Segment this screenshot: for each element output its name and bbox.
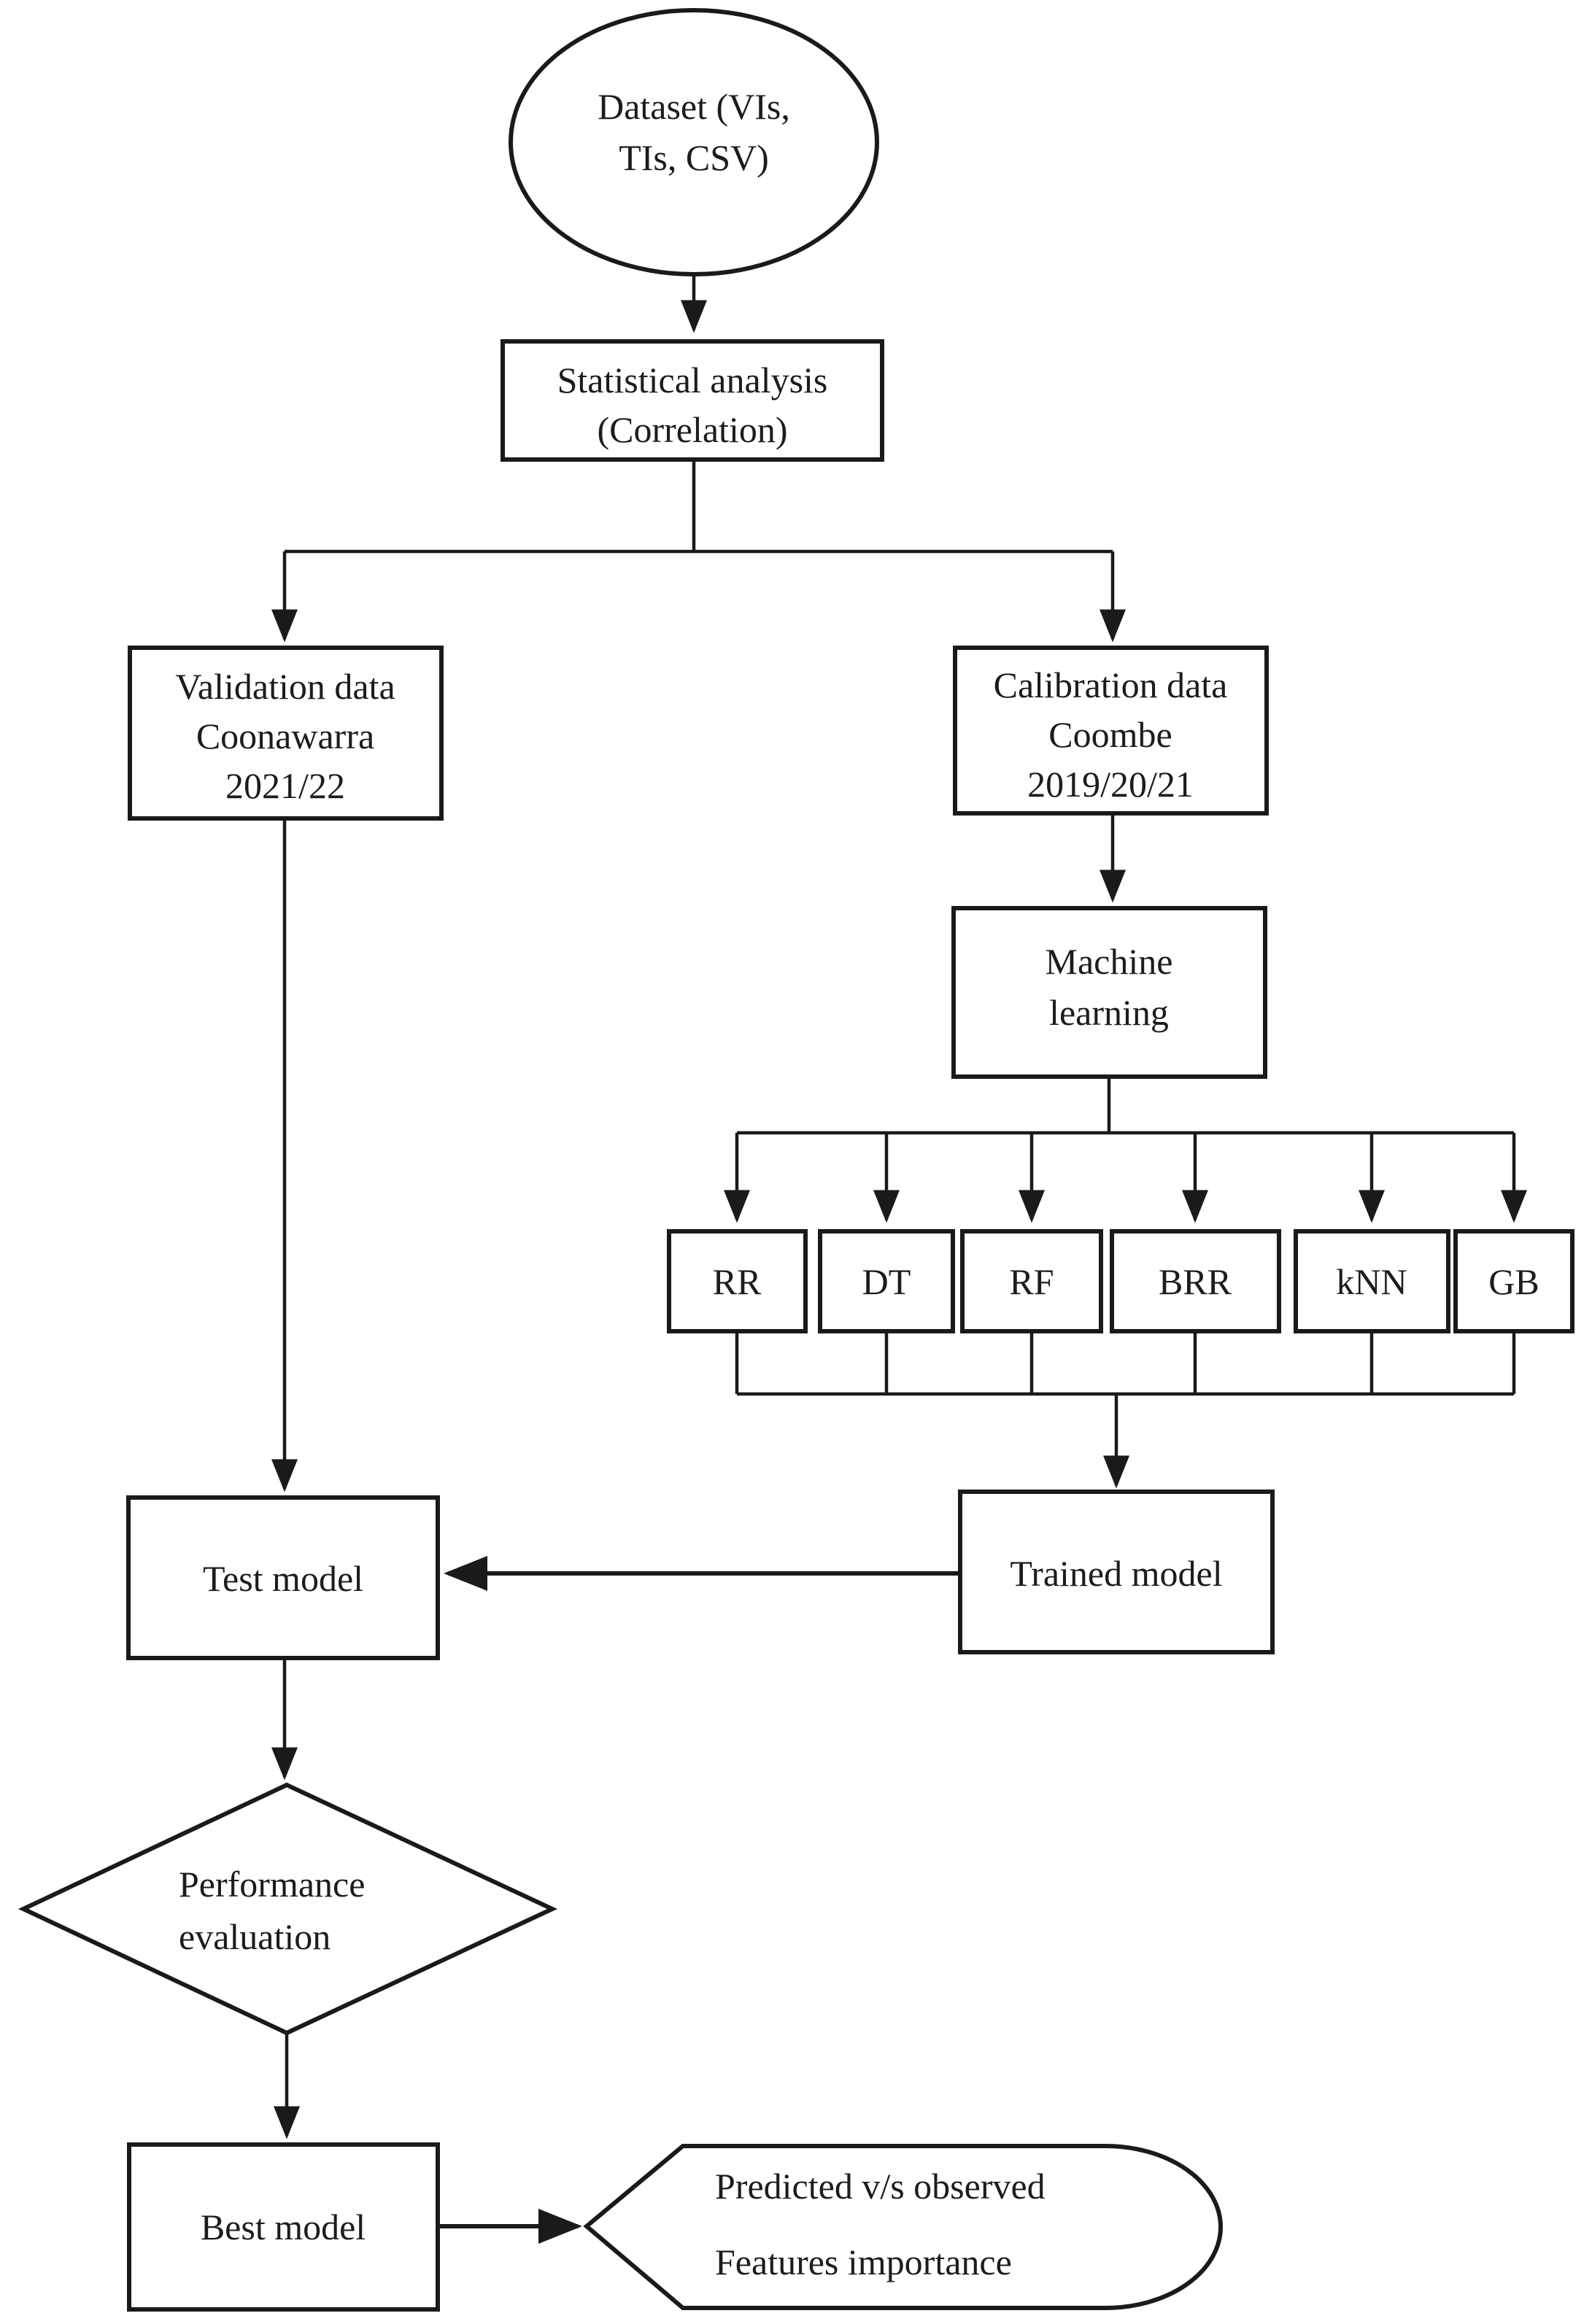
algorithm-rr-label: RR: [713, 1261, 762, 1302]
node-algorithm-dt: DT: [818, 1229, 955, 1333]
node-validation-data: Validation data Coonawarra 2021/22: [128, 646, 444, 821]
statistical-analysis-box: [501, 339, 884, 462]
algorithm-rf-box: [960, 1229, 1103, 1333]
outputs-line1: Predicted v/s observed: [715, 2166, 1046, 2207]
node-algorithm-rr: RR: [667, 1229, 808, 1333]
machine-learning-line1: Machine: [1046, 941, 1173, 982]
machine-learning-line2: learning: [1049, 992, 1169, 1033]
statistical-analysis-line1: Statistical analysis: [557, 360, 828, 400]
validation-data-line1: Validation data: [175, 666, 395, 707]
dataset-label-line2: TIs, CSV): [619, 137, 769, 178]
dataset-ellipse: [509, 8, 879, 276]
algorithm-rf-label: RF: [1009, 1261, 1054, 1302]
node-performance-evaluation: Performance evaluation: [18, 1782, 558, 2036]
calibration-data-line2: Coombe: [1048, 714, 1172, 755]
test-model-box: [126, 1495, 440, 1660]
algorithm-rr-box: [667, 1229, 808, 1333]
algorithm-knn-box: [1294, 1229, 1450, 1333]
calibration-data-box: [953, 646, 1269, 816]
algorithm-brr-box: [1110, 1229, 1281, 1333]
calibration-data-line1: Calibration data: [994, 665, 1228, 705]
algorithm-knn-label: kNN: [1336, 1261, 1407, 1302]
statistical-analysis-line2: (Correlation): [597, 409, 787, 450]
calibration-data-line3: 2019/20/21: [1027, 764, 1194, 805]
algorithm-gb-box: [1453, 1229, 1574, 1333]
node-calibration-data: Calibration data Coombe 2019/20/21: [953, 646, 1269, 816]
performance-evaluation-line2: evaluation: [179, 1916, 331, 1957]
node-algorithm-brr: BRR: [1110, 1229, 1281, 1333]
node-dataset: Dataset (VIs, TIs, CSV): [509, 8, 879, 276]
dataset-label-line1: Dataset (VIs,: [598, 86, 790, 127]
algorithm-dt-label: DT: [862, 1261, 911, 1302]
algorithm-dt-box: [818, 1229, 955, 1333]
connectors: [271, 274, 1527, 2244]
node-best-model: Best model: [127, 2142, 440, 2312]
node-algorithm-rf: RF: [960, 1229, 1103, 1333]
connector-machine-learning-distribution-bar: [737, 1077, 1514, 1135]
node-outputs: Predicted v/s observed Features importan…: [583, 2144, 1223, 2310]
performance-evaluation-line1: Performance: [179, 1864, 365, 1905]
algorithm-brr-label: BRR: [1159, 1261, 1232, 1302]
connector-algorithms-collection-bar: [735, 1331, 1516, 1396]
test-model-label: Test model: [203, 1558, 363, 1599]
node-machine-learning: Machine learning: [951, 906, 1267, 1079]
node-test-model: Test model: [126, 1495, 440, 1660]
node-algorithm-gb: GB: [1453, 1229, 1574, 1333]
outputs-line2: Features importance: [715, 2242, 1012, 2282]
validation-data-line2: Coonawarra: [196, 716, 374, 756]
trained-model-box: [958, 1490, 1275, 1654]
node-algorithm-knn: kNN: [1294, 1229, 1450, 1333]
performance-evaluation-diamond: [18, 1782, 558, 2036]
outputs-annotation-shape: [583, 2144, 1223, 2310]
algorithm-gb-label: GB: [1488, 1261, 1539, 1302]
best-model-box: [127, 2142, 440, 2312]
node-trained-model: Trained model: [958, 1490, 1275, 1654]
best-model-label: Best model: [201, 2207, 366, 2247]
machine-learning-box: [951, 906, 1267, 1079]
trained-model-label: Trained model: [1010, 1553, 1222, 1594]
node-statistical-analysis: Statistical analysis (Correlation): [501, 339, 884, 462]
validation-data-line3: 2021/22: [225, 765, 345, 806]
validation-data-box: [128, 646, 444, 821]
connector-statistical-analysis-fork: [285, 460, 1113, 554]
